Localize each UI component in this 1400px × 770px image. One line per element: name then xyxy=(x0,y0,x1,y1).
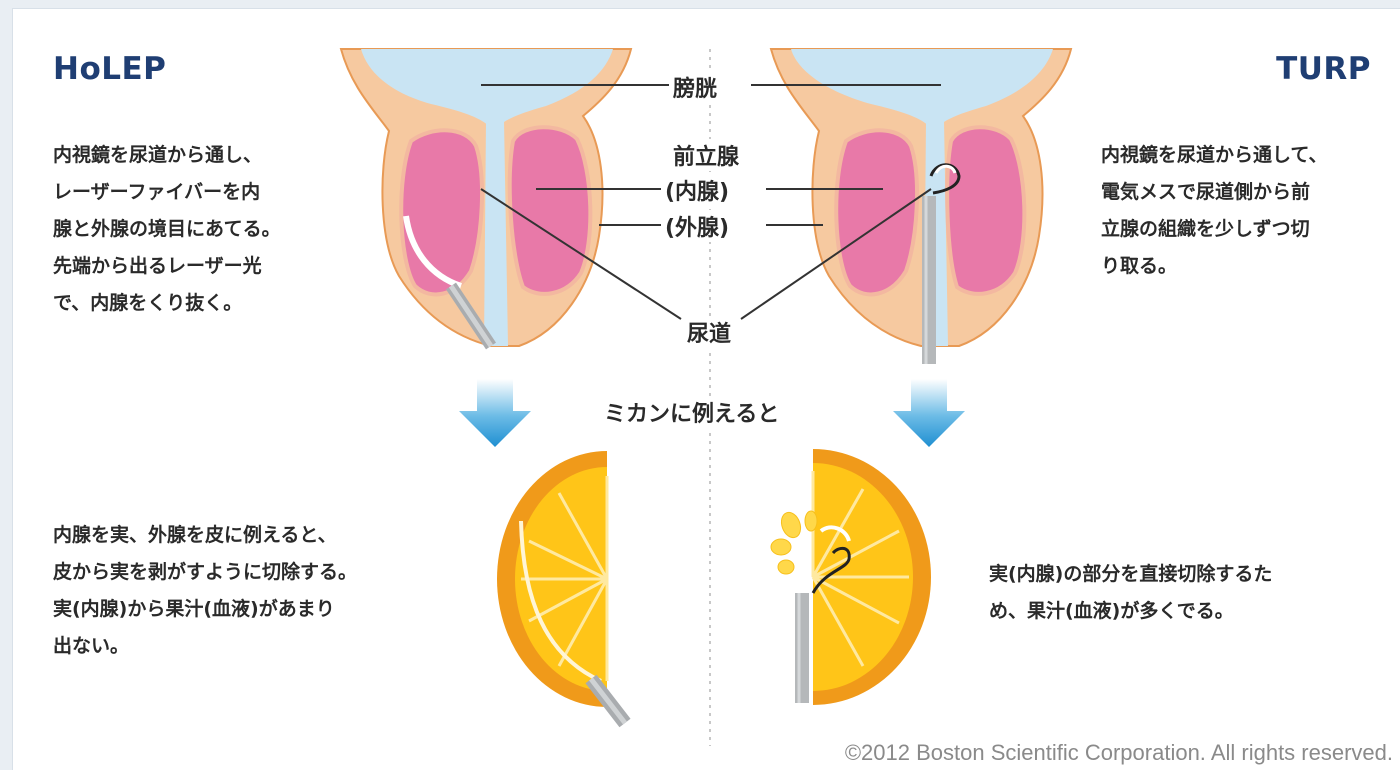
turp-orange-resectoscope xyxy=(795,593,809,703)
holep-description-line: で、内腺をくり抜く。 xyxy=(53,285,281,322)
holep-inner-gland-left xyxy=(401,130,482,294)
holep-description-line: 内視鏡を尿道から通し、 xyxy=(53,137,281,174)
turp-inner-gland-left xyxy=(836,130,917,294)
down-arrow-right xyxy=(893,379,965,447)
label-inner-gland: (内腺) xyxy=(661,174,733,206)
holep-orange-illustration xyxy=(497,451,625,723)
turp-orange-line: め、果汁(血液)が多くでる。 xyxy=(989,593,1272,630)
holep-description-line: 先端から出るレーザー光 xyxy=(53,248,281,285)
turp-orange-line: 実(内腺)の部分を直接切除するた xyxy=(989,556,1272,593)
holep-orange-line: 出ない。 xyxy=(53,628,357,665)
holep-orange-line: 皮から実を剥がすように切除する。 xyxy=(53,554,357,591)
holep-title: HoLEP xyxy=(53,51,166,87)
turp-inner-gland-right xyxy=(947,127,1024,294)
turp-description-line: 電気メスで尿道側から前 xyxy=(1101,174,1327,211)
label-orange-analogy: ミカンに例えると xyxy=(600,396,783,428)
down-arrow-left xyxy=(459,379,531,447)
diagram-canvas: HoLEP TURP 内視鏡を尿道から通し、 レーザーファイバーを内 腺と外腺の… xyxy=(12,8,1400,770)
holep-orange-line: 内腺を実、外腺を皮に例えると、 xyxy=(53,517,357,554)
turp-orange-description: 実(内腺)の部分を直接切除するた め、果汁(血液)が多くでる。 xyxy=(989,556,1272,630)
turp-resectoscope xyxy=(922,196,936,364)
label-urethra: 尿道 xyxy=(683,316,735,348)
turp-description-line: り取る。 xyxy=(1101,248,1327,285)
turp-description: 内視鏡を尿道から通して、 電気メスで尿道側から前 立腺の組織を少しずつ切 り取る… xyxy=(1101,137,1327,285)
holep-prostate-illustration xyxy=(341,49,631,346)
holep-orange-line: 実(内腺)から果汁(血液)があまり xyxy=(53,591,357,628)
turp-description-line: 立腺の組織を少しずつ切 xyxy=(1101,211,1327,248)
turp-orange-illustration xyxy=(771,449,931,705)
turp-juice-splash xyxy=(771,510,817,574)
holep-description: 内視鏡を尿道から通し、 レーザーファイバーを内 腺と外腺の境目にあてる。 先端か… xyxy=(53,137,281,322)
label-prostate: 前立腺 xyxy=(669,139,743,171)
holep-urethra xyxy=(484,121,508,346)
label-outer-gland: (外腺) xyxy=(661,210,733,242)
holep-inner-gland-right xyxy=(510,127,591,294)
copyright-notice: ©2012 Boston Scientific Corporation. All… xyxy=(839,740,1393,766)
holep-description-line: レーザーファイバーを内 xyxy=(53,174,281,211)
holep-description-line: 腺と外腺の境目にあてる。 xyxy=(53,211,281,248)
label-bladder: 膀胱 xyxy=(669,71,721,103)
turp-prostate-illustration xyxy=(771,49,1071,364)
holep-orange-description: 内腺を実、外腺を皮に例えると、 皮から実を剥がすように切除する。 実(内腺)から… xyxy=(53,517,357,665)
turp-description-line: 内視鏡を尿道から通して、 xyxy=(1101,137,1327,174)
turp-title: TURP xyxy=(1276,51,1371,87)
